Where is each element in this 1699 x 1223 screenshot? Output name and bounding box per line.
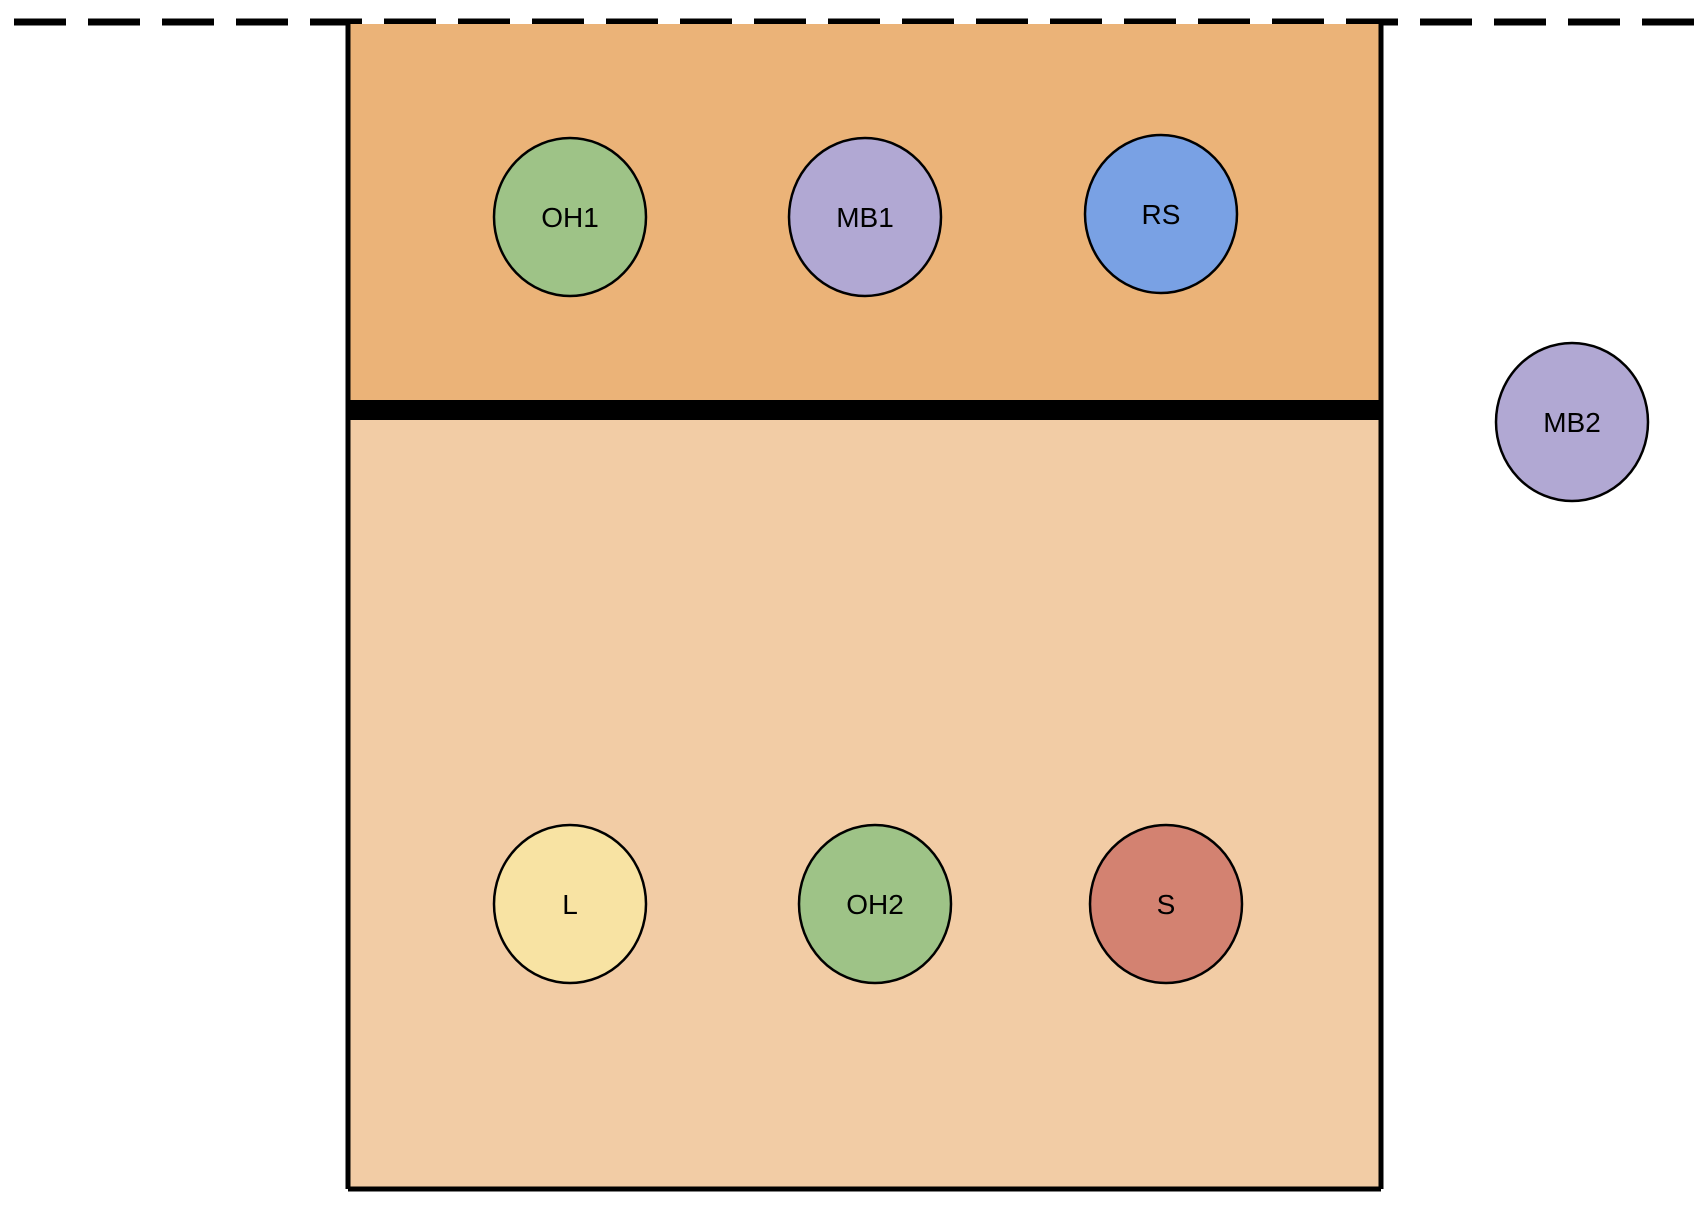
player-token-oh2[interactable]: OH2 [797,823,953,985]
attack-line [348,400,1381,420]
player-label: S [1157,889,1176,920]
player-circle [797,823,953,985]
player-label: OH2 [846,889,904,920]
player-circle [492,136,648,298]
player-circle [492,823,648,985]
player-token-rs[interactable]: RS [1083,133,1239,295]
player-label: RS [1142,199,1181,230]
player-token-oh1[interactable]: OH1 [492,136,648,298]
player-token-s[interactable]: S [1088,823,1244,985]
player-label: OH1 [541,202,599,233]
player-token-l[interactable]: L [492,823,648,985]
player-token-mb1[interactable]: MB1 [787,136,943,298]
player-circle [1083,133,1239,295]
player-circle [787,136,943,298]
player-token-mb2[interactable]: MB2 [1494,341,1650,503]
player-circle [1088,823,1244,985]
player-label: MB1 [836,202,894,233]
player-label: MB2 [1543,407,1601,438]
player-circle [1494,341,1650,503]
back-zone [348,418,1381,1189]
player-label: L [562,889,578,920]
